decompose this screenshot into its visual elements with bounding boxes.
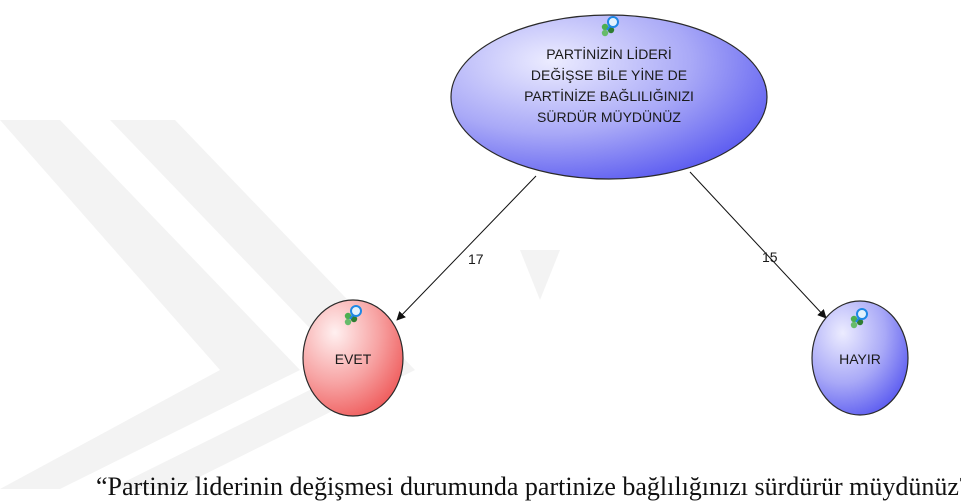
- caption-text: “Partiniz liderinin değişmesi durumunda …: [96, 472, 961, 501]
- edge-count-evet: 17: [468, 251, 484, 267]
- node-evet[interactable]: EVET: [302, 299, 404, 417]
- watermark: [0, 120, 560, 489]
- edge-count-hayir: 15: [762, 249, 778, 265]
- root-line-4: SÜRDÜR MÜYDÜNÜZ: [537, 108, 681, 125]
- root-node[interactable]: PARTİNİZİN LİDERİ DEĞİŞSE BİLE YİNE DE P…: [450, 14, 768, 180]
- root-line-2: DEĞİŞSE BİLE YİNE DE: [531, 66, 687, 83]
- edge-hayir: [689, 171, 827, 319]
- edge-evet: [396, 175, 537, 321]
- root-line-1: PARTİNİZİN LİDERİ: [546, 45, 672, 62]
- decision-tree-diagram: 17 15 PARTİNİZİN LİDERİ DEĞİŞSE BİLE YİN…: [0, 14, 909, 489]
- node-hayir[interactable]: HAYIR: [811, 300, 909, 416]
- node-label-evet: EVET: [335, 351, 372, 367]
- root-line-3: PARTİNİZE BAĞLILIĞINIZI: [524, 87, 694, 104]
- node-label-hayir: HAYIR: [839, 351, 881, 367]
